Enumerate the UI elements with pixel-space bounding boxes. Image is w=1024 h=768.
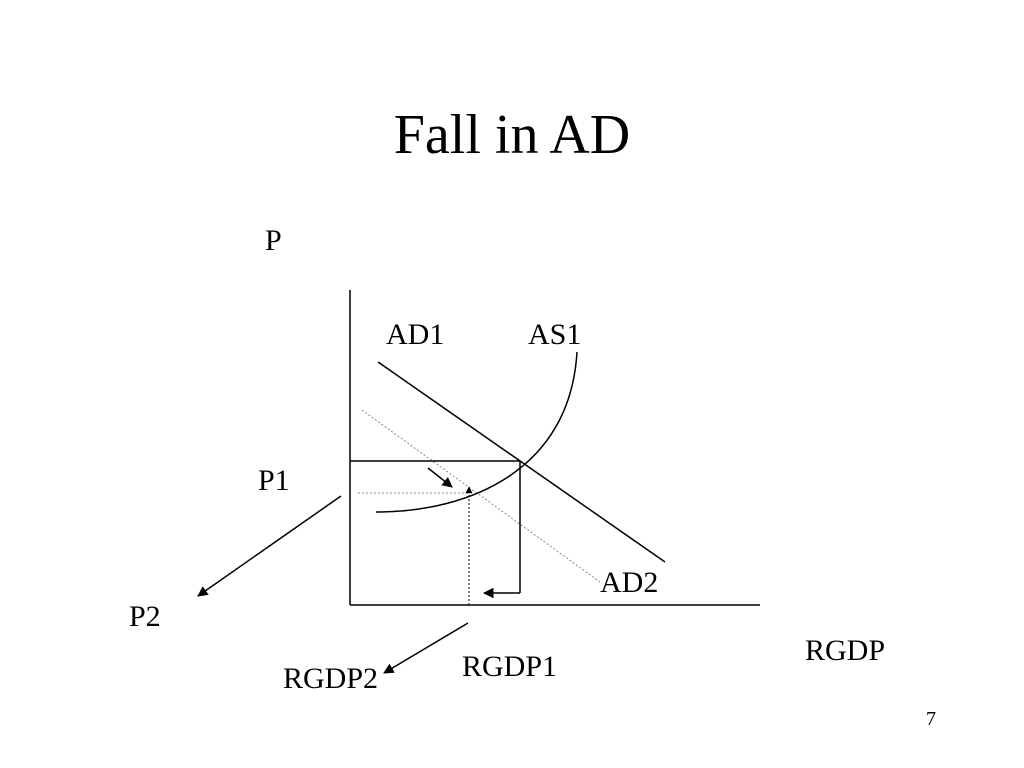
ad1-label: AD1 — [386, 318, 445, 351]
p1-label: P1 — [258, 464, 290, 497]
ad2-curve — [361, 409, 601, 583]
as1-label: AS1 — [528, 318, 582, 351]
slide-number: 7 — [926, 708, 936, 730]
x-axis-label: RGDP — [805, 634, 886, 667]
slide-title: Fall in AD — [393, 104, 631, 166]
p2-pointer-arrow — [197, 495, 342, 597]
p2-label: P2 — [129, 600, 161, 633]
rgdp1-label: RGDP1 — [462, 650, 558, 683]
rgdp2-label: RGDP2 — [283, 662, 379, 695]
equilibrium-shift-arrow — [427, 467, 453, 488]
ad1-curve — [377, 361, 666, 563]
as1-curve — [375, 351, 578, 513]
ad2-label: AD2 — [600, 566, 659, 599]
y-axis-label: P — [265, 224, 282, 257]
rgdp2-pointer-arrow — [383, 622, 469, 674]
